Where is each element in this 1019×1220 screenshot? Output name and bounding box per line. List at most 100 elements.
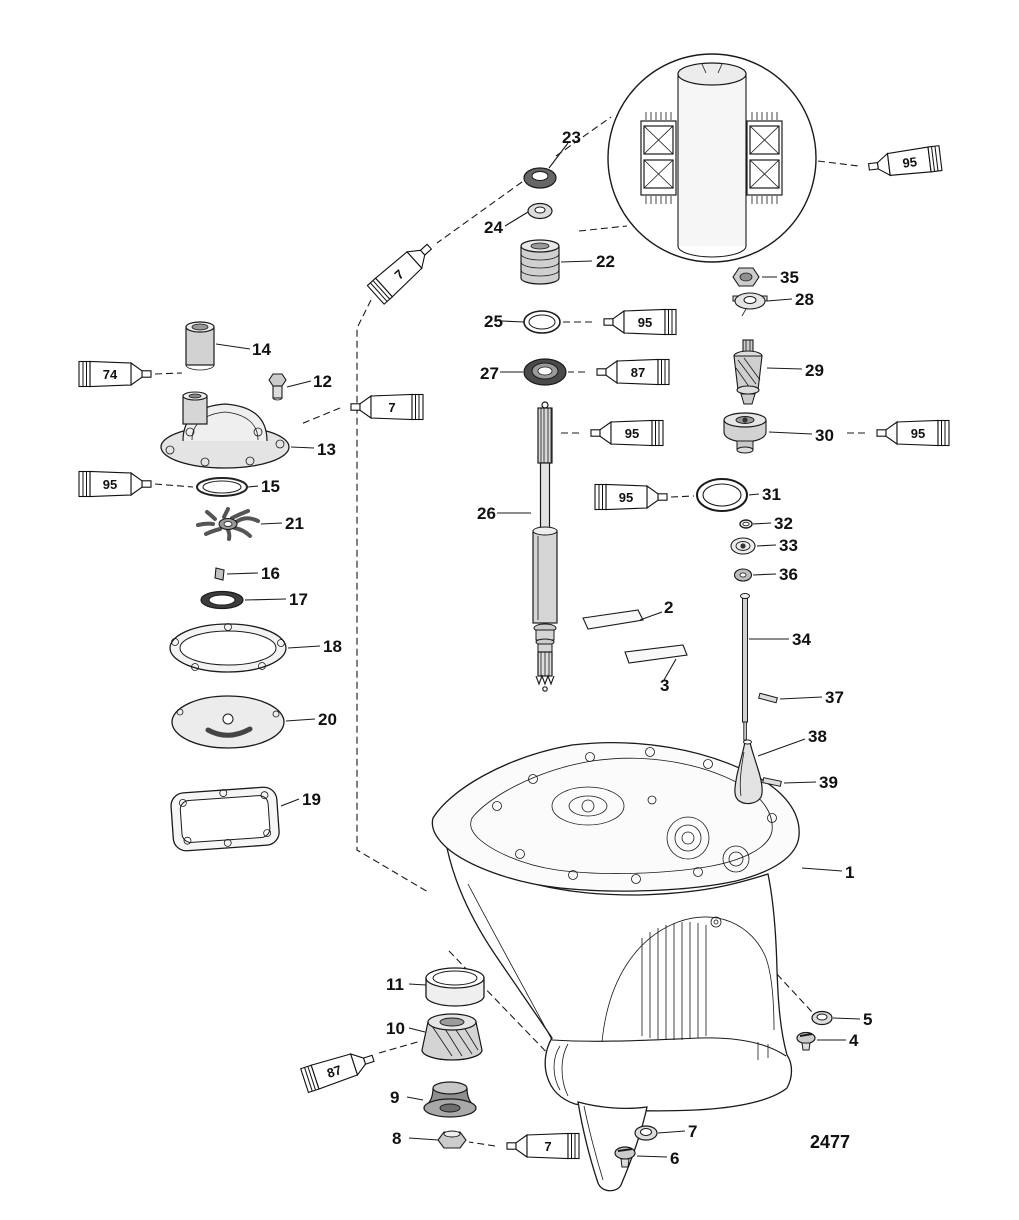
callout-13: 13 [317,440,336,459]
callout-26: 26 [477,504,496,523]
callout-23: 23 [562,128,581,147]
callout-labels: 23 24 22 25 2 7 26 14 12 13 15 21 1 6 17 1… [252,128,872,1168]
lubricant-tube-87-bearing: 87 [300,1045,378,1093]
callout-36: 36 [779,565,798,584]
callout-30: 30 [815,426,834,445]
tube-label: 95 [625,426,639,441]
part-5-washer [811,1010,833,1026]
callout-24: 24 [484,218,503,237]
callout-39: 39 [819,773,838,792]
part-15-seal-ring [196,477,248,497]
callout-12: 12 [313,372,332,391]
part-6-screw [614,1146,636,1168]
part-37-pin [758,692,778,704]
part-24-washer [527,202,553,220]
tube-label: 95 [911,426,925,441]
deck-flange [431,742,800,892]
callout-leader-lines [215,142,861,1158]
part-32-small-ring [739,519,753,529]
part-19-gasket [170,786,280,852]
part-4-screw [796,1031,816,1051]
tube-label: 95 [902,154,918,171]
part-11-bearing-race [425,967,485,1007]
part-21-impeller [196,507,260,541]
part-9-seal-carrier [423,1081,477,1118]
callout-2: 2 [664,598,673,617]
callout-10: 10 [386,1019,405,1038]
part-30-cam-follower [723,412,767,454]
callout-8: 8 [392,1129,401,1148]
callout-38: 38 [808,727,827,746]
part-16-impeller-key [214,567,225,581]
callout-31: 31 [762,485,781,504]
lubricant-tube-95-mid: 95 [594,483,668,511]
tube-label: 95 [619,490,633,505]
drawing-number: 2477 [810,1132,850,1152]
part-35-nut [732,267,760,287]
part-28-retainer [732,292,768,317]
part-12-bolt [268,373,287,401]
part-26-driveshaft [532,401,558,692]
part-18-gasket [169,623,287,673]
part-3-shim [624,644,688,664]
bearing-rollers-left [640,112,677,204]
part-2-shim [582,609,644,630]
callout-19: 19 [302,790,321,809]
part-33-washer [730,537,756,555]
lubricant-tube-95-oring: 95 [603,308,677,336]
part-22-bushing [520,239,560,285]
lubricant-tube-95-left: 95 [78,470,152,498]
part-31-o-ring [696,478,748,512]
lubricant-tube-95-right: 95 [876,419,950,447]
lubricant-tube-7-top: 7 [366,236,439,305]
callout-21: 21 [285,514,304,533]
lubricant-tube-95-detail: 95 [866,145,943,180]
part-7-washer [634,1125,658,1141]
callout-15: 15 [261,477,280,496]
callout-28: 28 [795,290,814,309]
part-29-pinion-bearing [733,339,763,405]
callout-25: 25 [484,312,503,331]
part-34-shift-shaft [740,593,750,741]
callout-34: 34 [792,630,811,649]
part-23-seal [523,167,557,189]
callout-14: 14 [252,340,271,359]
callout-35: 35 [780,268,799,287]
callout-22: 22 [596,252,615,271]
callout-1: 1 [845,863,854,882]
lubricant-tube-74: 74 [78,360,152,388]
part-38-shift-shaft-boot [734,739,763,805]
tube-label: 87 [325,1062,343,1081]
callout-32: 32 [774,514,793,533]
tube-label: 95 [103,477,117,492]
callout-37: 37 [825,688,844,707]
callout-3: 3 [660,676,669,695]
part-14-sleeve [185,321,215,371]
tube-label: 95 [638,315,652,330]
part-17-seal-ring [200,590,244,610]
lubricant-tube-87-seal: 87 [596,358,670,386]
lubricant-tube-7-bottom: 7 [506,1132,580,1160]
bearing-rollers-right [746,112,783,204]
callout-4: 4 [849,1031,859,1050]
tube-label: 87 [631,365,645,380]
lubricant-tube-7-pump: 7 [350,393,424,421]
lubricant-tube-95-spline: 95 [590,419,664,447]
part-27-oil-seal [523,358,567,386]
callout-5: 5 [863,1010,872,1029]
part-1-gearcase-housing [431,742,800,1192]
part-10-tapered-bearing [421,1013,483,1061]
tube-label: 74 [103,367,118,382]
callout-17: 17 [289,590,308,609]
callout-20: 20 [318,710,337,729]
tube-label: 7 [544,1139,551,1154]
callout-6: 6 [670,1149,679,1168]
part-13-water-pump-cover [160,391,290,469]
callout-29: 29 [805,361,824,380]
callout-11: 11 [386,975,404,994]
callout-9: 9 [390,1088,399,1107]
magnified-bearing-detail [607,53,817,263]
part-25-o-ring [523,310,561,334]
